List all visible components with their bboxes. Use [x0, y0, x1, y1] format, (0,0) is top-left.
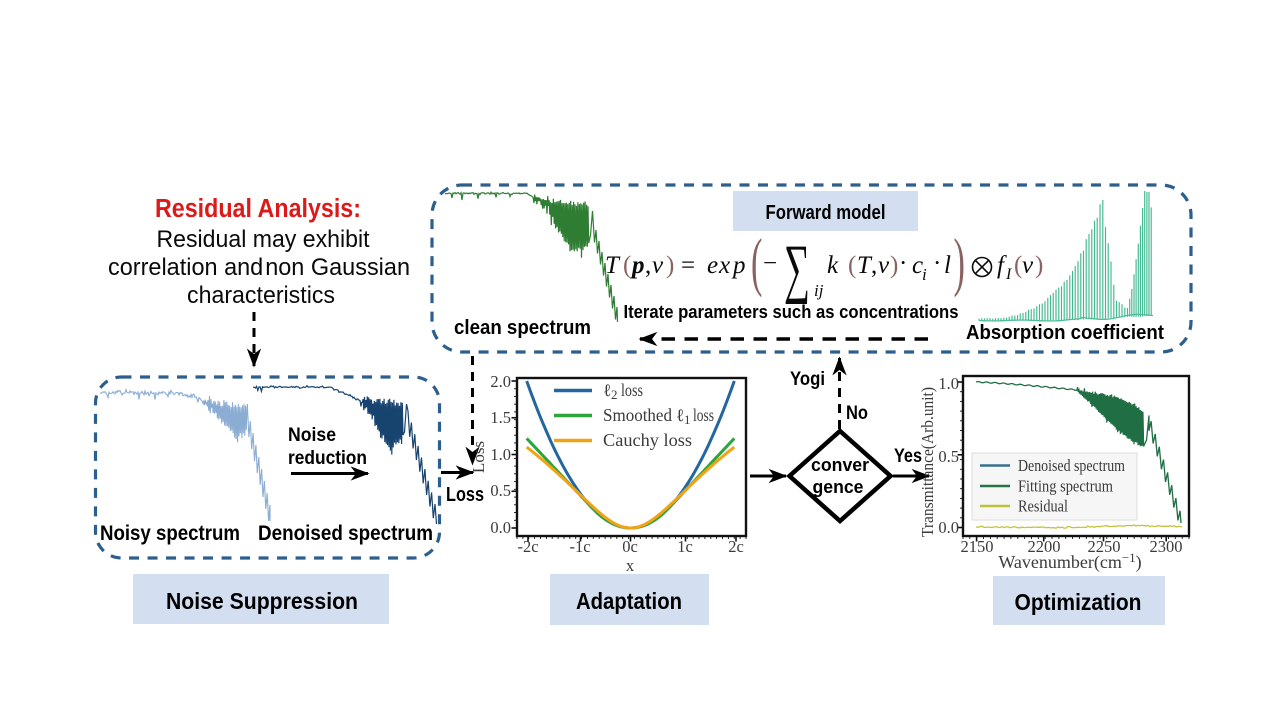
svg-text:ν: ν: [878, 252, 890, 279]
svg-text:clean spectrum: clean spectrum: [454, 316, 591, 339]
svg-text:k: k: [827, 252, 839, 279]
svg-text:Residual may exhibit: Residual may exhibit: [157, 226, 370, 253]
svg-text:Residual Analysis:: Residual Analysis:: [155, 195, 361, 223]
svg-text:Loss: Loss: [446, 483, 484, 506]
svg-text:=: =: [681, 252, 695, 279]
svg-text:Noise: Noise: [288, 424, 336, 446]
svg-text:Yes: Yes: [894, 446, 922, 467]
svg-text:2150: 2150: [961, 537, 994, 556]
svg-text:T: T: [605, 252, 621, 279]
svg-text:1.0: 1.0: [490, 445, 511, 464]
svg-text:ν: ν: [652, 252, 664, 279]
svg-text:Denoised spectrum: Denoised spectrum: [258, 521, 433, 545]
svg-text:Noise Suppression: Noise Suppression: [166, 588, 358, 614]
svg-text:loss: loss: [693, 405, 714, 425]
svg-text:gence: gence: [813, 476, 864, 497]
svg-text:2.0: 2.0: [490, 372, 511, 391]
svg-text:loss: loss: [621, 380, 643, 400]
svg-text:0.5: 0.5: [938, 447, 959, 466]
svg-text:1.0: 1.0: [938, 374, 959, 393]
svg-text:correlation and non Gaussian: correlation and non Gaussian: [108, 254, 410, 281]
svg-text:ℓ: ℓ: [676, 405, 684, 425]
svg-text:-1c: -1c: [569, 537, 590, 556]
svg-text:Absorption coefficient: Absorption coefficient: [966, 321, 1164, 344]
svg-text:,: ,: [871, 252, 877, 279]
svg-text:0.0: 0.0: [490, 518, 511, 537]
svg-text:characteristics: characteristics: [187, 282, 335, 309]
svg-text:Cauchy loss: Cauchy loss: [603, 430, 692, 450]
svg-text:p: p: [731, 252, 746, 279]
svg-text:Iterate parameters such as con: Iterate parameters such as concentration…: [624, 301, 959, 322]
svg-text:−: −: [763, 250, 777, 277]
svg-text:0.5: 0.5: [490, 481, 511, 500]
svg-text:ℓ: ℓ: [603, 380, 611, 400]
svg-text:1c: 1c: [677, 537, 693, 556]
svg-text:(: (: [751, 226, 762, 299]
svg-text:Wavenumber(cm−1): Wavenumber(cm−1): [998, 550, 1141, 573]
svg-text:2c: 2c: [728, 537, 744, 556]
svg-text:Loss: Loss: [469, 441, 488, 473]
svg-text:Denoised spectrum: Denoised spectrum: [1018, 456, 1125, 475]
svg-text:): ): [954, 226, 965, 299]
svg-text:1.5: 1.5: [490, 408, 511, 427]
svg-text:x: x: [718, 252, 730, 279]
svg-text:ij: ij: [814, 281, 824, 300]
svg-text:Yogi: Yogi: [790, 369, 825, 390]
svg-text:2: 2: [611, 387, 618, 402]
svg-text:0.0: 0.0: [938, 518, 959, 537]
svg-text:f: f: [997, 252, 1007, 279]
svg-text:T: T: [857, 252, 873, 279]
svg-text:2200: 2200: [1028, 537, 1061, 556]
svg-text:2300: 2300: [1150, 537, 1183, 556]
svg-text:e: e: [707, 252, 718, 279]
svg-text:ν: ν: [1022, 252, 1034, 279]
svg-text:conver: conver: [811, 454, 869, 475]
svg-text:): ): [890, 252, 898, 279]
svg-text:·: ·: [899, 250, 907, 277]
svg-text:-2c: -2c: [517, 537, 538, 556]
svg-text:0c: 0c: [622, 537, 638, 556]
svg-text:∑: ∑: [784, 232, 810, 305]
svg-text:l: l: [944, 252, 951, 279]
svg-text:I: I: [1005, 266, 1012, 283]
svg-text:i: i: [922, 265, 927, 284]
svg-text:(: (: [623, 252, 631, 279]
svg-text:Noisy spectrum: Noisy spectrum: [100, 521, 240, 545]
svg-text:No: No: [846, 403, 868, 424]
svg-text:,: ,: [645, 252, 651, 279]
svg-text:Smoothed: Smoothed: [603, 405, 672, 425]
svg-text:Residual: Residual: [1018, 497, 1068, 516]
svg-text:Forward model: Forward model: [766, 202, 886, 224]
svg-text:p: p: [630, 252, 645, 279]
svg-text:2250: 2250: [1088, 537, 1121, 556]
svg-text:Adaptation: Adaptation: [576, 588, 682, 614]
svg-text:reduction: reduction: [288, 447, 367, 469]
svg-text:): ): [666, 252, 674, 279]
svg-text:c: c: [912, 252, 923, 279]
svg-text:Optimization: Optimization: [1015, 589, 1142, 615]
svg-text:Transmittance(Arb.unit): Transmittance(Arb.unit): [918, 387, 937, 537]
svg-text:1: 1: [684, 412, 691, 427]
svg-text:): ): [1035, 252, 1043, 279]
svg-text:(: (: [848, 252, 856, 279]
svg-text:·: ·: [933, 250, 941, 277]
svg-text:Fitting spectrum: Fitting spectrum: [1018, 477, 1113, 496]
svg-text:(: (: [1014, 252, 1022, 279]
svg-text:x: x: [626, 556, 635, 575]
